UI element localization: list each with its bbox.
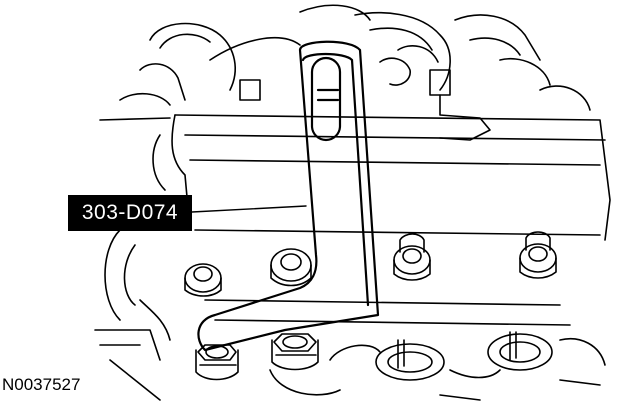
upper-hoses — [99, 4, 591, 141]
callout-leader-line — [191, 205, 307, 213]
tool-bolts — [195, 333, 319, 381]
figure-id-label: N0037527 — [2, 375, 81, 394]
valve-cover — [94, 114, 611, 401]
tool-number-callout: 303-D074 — [68, 195, 192, 231]
tool-303-D074 — [197, 40, 380, 352]
head-bolts — [184, 231, 557, 297]
lower-ports — [269, 331, 606, 401]
